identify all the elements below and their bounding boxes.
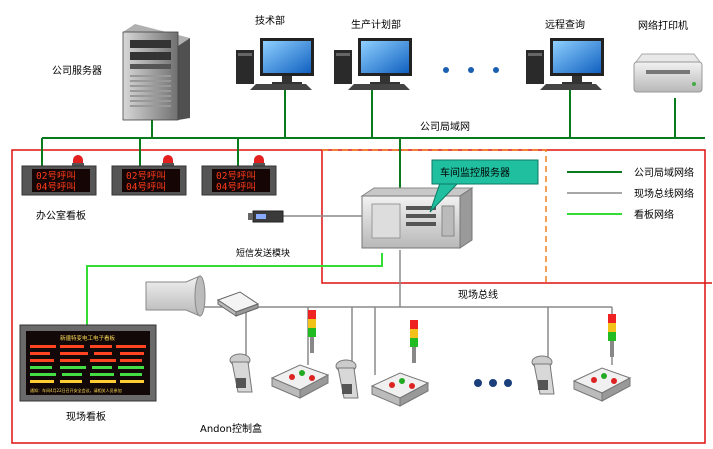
sms-module-icon [248, 210, 284, 223]
workshop-server-label: 车间监控服务器 [440, 166, 510, 179]
network-printer-icon [633, 53, 703, 93]
site-area-border [11, 149, 706, 444]
andon-control-box-label: Andon控制盒 [200, 422, 262, 435]
andon-control-box-3-icon [572, 367, 632, 402]
office-board-label: 办公室看板 [36, 209, 86, 222]
andon-light-tower-2-icon [410, 320, 418, 363]
office-board-2-line2: 04号呼叫 [126, 182, 166, 193]
barcode-scanner-1-icon [229, 353, 253, 393]
board-network-line [86, 253, 383, 328]
legend-label-company-lan: 公司局域网络 [634, 166, 694, 179]
company-server-label: 公司服务器 [52, 64, 102, 77]
workshop-server-icon [360, 187, 474, 249]
barcode-scanner-3-icon [531, 355, 555, 395]
legend: 公司局域网络 现场总线网络 看板网络 [567, 166, 694, 221]
sms-module-label: 短信发送模块 [236, 247, 290, 259]
office-board-3-line1: 02号呼叫 [216, 171, 256, 182]
legend-label-field-bus: 现场总线网络 [634, 187, 694, 200]
ellipsis-dots-top [443, 67, 499, 73]
andon-light-tower-1-icon [308, 310, 316, 353]
andon-control-box-2-icon [370, 372, 430, 407]
office-board-1: 02号呼叫 04号呼叫 [21, 155, 97, 196]
company-lan-label: 公司局域网 [420, 120, 470, 133]
andon-control-box-1-icon [270, 364, 330, 399]
site-board-icon: 新疆特变电工电子看板 通知：车间4月22日召开安全会议，请相关人员参加 [19, 324, 157, 402]
production-planning-pc-icon [334, 38, 412, 90]
andon-light-tower-3-icon [608, 314, 616, 357]
remote-query-pc-icon [526, 38, 604, 90]
barcode-scanner-2-icon [335, 359, 359, 399]
site-board-header: 新疆特变电工电子看板 [60, 334, 116, 342]
production-planning-label: 生产计划部 [351, 18, 401, 31]
field-bus-label: 现场总线 [458, 288, 498, 301]
office-board-2-line1: 02号呼叫 [126, 171, 166, 182]
workshop-server-area-border [322, 149, 547, 283]
legend-label-board-network: 看板网络 [634, 208, 674, 221]
office-board-2: 02号呼叫 04号呼叫 [111, 155, 187, 196]
office-board-3: 02号呼叫 04号呼叫 [201, 155, 277, 196]
company-server-icon [122, 24, 190, 121]
remote-query-label: 远程查询 [545, 18, 585, 31]
site-board-label: 现场看板 [66, 410, 106, 423]
io-device-icon [216, 291, 260, 317]
speaker-horn-icon [145, 275, 206, 317]
office-board-1-line2: 04号呼叫 [36, 182, 76, 193]
network-printer-label: 网络打印机 [638, 19, 688, 32]
office-board-3-line2: 04号呼叫 [216, 182, 256, 193]
office-board-1-line1: 02号呼叫 [36, 171, 76, 182]
company-lan-lines [41, 84, 705, 196]
tech-dept-label: 技术部 [255, 14, 285, 27]
ellipsis-dots-bottom [474, 379, 512, 387]
workshop-server-callout: 车间监控服务器 [429, 159, 539, 213]
site-board-footer: 通知：车间4月22日召开安全会议，请相关人员参加 [30, 387, 122, 393]
office-area-border [321, 150, 712, 284]
tech-dept-pc-icon [236, 38, 314, 90]
